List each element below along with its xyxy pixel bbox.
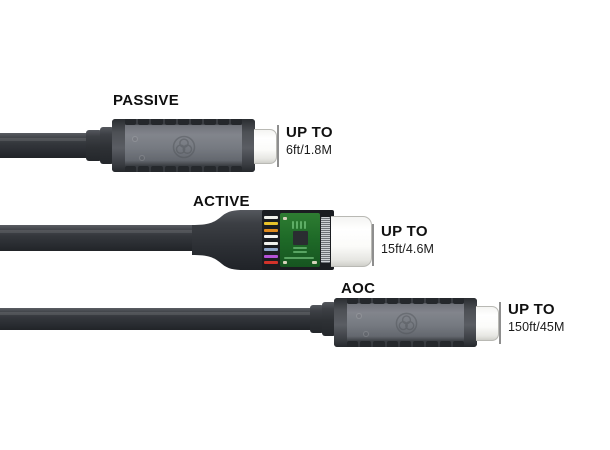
strain-relief-collar-aoc bbox=[310, 305, 324, 333]
pcb-pad bbox=[283, 217, 287, 220]
brand-trefoil-logo bbox=[395, 312, 418, 335]
connector-housing-passive bbox=[112, 119, 255, 172]
cord-highlight bbox=[0, 137, 90, 141]
cable-type-label-active: ACTIVE bbox=[193, 193, 250, 210]
pcb-trace bbox=[293, 251, 307, 253]
pcb-trace bbox=[296, 221, 298, 229]
cord-highlight bbox=[0, 229, 202, 234]
contact-shield-fingers bbox=[321, 217, 330, 263]
housing-teeth-bottom bbox=[124, 166, 243, 172]
wire-white-2 bbox=[264, 235, 278, 239]
housing-teeth-top bbox=[346, 298, 465, 304]
housing-emboss-dot bbox=[363, 331, 369, 337]
circuit-board-active bbox=[280, 213, 320, 267]
cable-cord-active bbox=[0, 225, 202, 251]
wire-bundle-active bbox=[264, 216, 278, 264]
cable-type-label-aoc: AOC bbox=[341, 280, 376, 297]
length-caption-passive: UP TO 6ft/1.8M bbox=[277, 125, 333, 167]
cable-cord-passive bbox=[0, 133, 90, 158]
housing-end-cap-left bbox=[112, 119, 125, 172]
pcb-pad bbox=[312, 261, 317, 264]
strain-relief-collar-passive bbox=[86, 130, 102, 161]
caption-up-to-passive: UP TO bbox=[286, 124, 333, 141]
usb-c-plug-tip-aoc bbox=[476, 306, 499, 341]
pcb-trace bbox=[293, 247, 307, 249]
housing-end-cap-right bbox=[242, 119, 255, 172]
cable-cord-aoc bbox=[0, 308, 316, 330]
molded-boot-active bbox=[192, 210, 268, 270]
length-caption-active: UP TO 15ft/4.6M bbox=[372, 224, 434, 266]
usb-c-plug-tip-passive bbox=[254, 129, 277, 164]
wire-white-3 bbox=[264, 241, 278, 245]
strain-relief-step-passive bbox=[100, 127, 114, 164]
pcb-trace bbox=[300, 221, 302, 229]
housing-teeth-bottom bbox=[346, 341, 465, 347]
caption-length-passive: 6ft/1.8M bbox=[286, 142, 332, 157]
pcb-trace bbox=[292, 221, 294, 229]
usb-c-plug-tip-active bbox=[331, 216, 372, 267]
wire-purple bbox=[264, 254, 278, 258]
length-caption-aoc: UP TO 150ft/45M bbox=[499, 302, 565, 344]
housing-emboss-dot bbox=[139, 155, 145, 161]
caption-up-to-aoc: UP TO bbox=[508, 301, 555, 318]
pcb-pad bbox=[283, 261, 287, 264]
caption-bracket bbox=[277, 125, 279, 167]
wire-orange bbox=[264, 228, 278, 232]
strain-relief-step-aoc bbox=[322, 302, 336, 336]
wire-red bbox=[264, 260, 278, 264]
connector-housing-aoc bbox=[334, 298, 477, 347]
pcb-trace bbox=[304, 221, 306, 229]
housing-end-cap-right bbox=[464, 298, 477, 347]
wire-yellow bbox=[264, 222, 278, 226]
pcb-trace bbox=[284, 257, 314, 259]
caption-length-active: 15ft/4.6M bbox=[381, 241, 435, 256]
caption-length-aoc: 150ft/45M bbox=[508, 319, 565, 334]
wire-white-1 bbox=[264, 216, 278, 219]
cable-type-label-passive: PASSIVE bbox=[113, 92, 180, 109]
housing-teeth-top bbox=[124, 119, 243, 125]
caption-up-to-active: UP TO bbox=[381, 223, 428, 240]
chip-ic bbox=[293, 231, 308, 245]
housing-emboss-dot bbox=[356, 313, 362, 319]
cord-highlight bbox=[0, 311, 316, 316]
brand-trefoil-logo bbox=[172, 135, 196, 159]
housing-emboss-dot bbox=[132, 136, 138, 142]
caption-bracket bbox=[372, 224, 374, 266]
wire-blue bbox=[264, 248, 278, 252]
caption-bracket bbox=[499, 302, 501, 344]
housing-end-cap-left bbox=[334, 298, 347, 347]
